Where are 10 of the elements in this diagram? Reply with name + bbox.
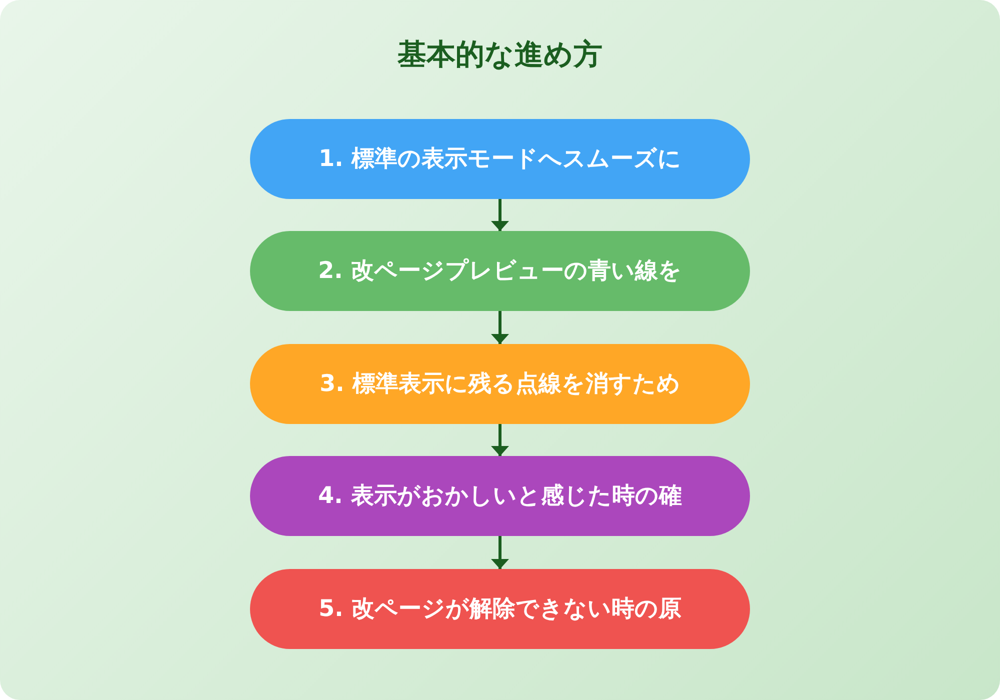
arrow	[491, 536, 509, 569]
step-label: 1. 標準の表示モードへスムーズに	[318, 145, 682, 174]
title: 基本的な進め方	[398, 36, 602, 73]
step-label: 4. 表示がおかしいと感じた時の確	[318, 482, 682, 511]
arrow	[491, 311, 509, 344]
step-label: 2. 改ページプレビューの青い線を	[318, 257, 682, 286]
step-label: 5. 改ページが解除できない時の原	[318, 595, 682, 624]
arrow	[491, 424, 509, 456]
arrow	[491, 199, 509, 231]
step-label: 3. 標準表示に残る点線を消すため	[320, 370, 680, 399]
